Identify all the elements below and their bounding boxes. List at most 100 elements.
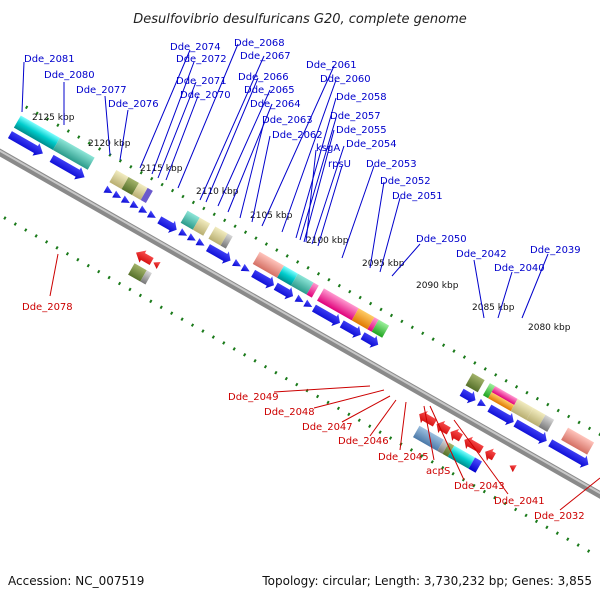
cog-bar: [140, 187, 153, 203]
accession-text: Accession: NC_007519: [8, 574, 144, 588]
forward-gene: [251, 269, 274, 289]
forward-gene: [459, 388, 476, 404]
cog-bar: [128, 263, 147, 282]
gene-label[interactable]: Dde_2045: [378, 452, 429, 463]
reverse-gene: [419, 411, 437, 427]
upper-tick-rail: [25, 105, 600, 465]
gene-label[interactable]: Dde_2046: [338, 436, 389, 447]
gene-label[interactable]: Dde_2057: [330, 111, 381, 122]
lower-leader-lines: [49, 253, 600, 511]
cog-bar: [437, 439, 449, 454]
forward-gene: [232, 258, 250, 272]
gene-label[interactable]: Dde_2080: [44, 70, 95, 81]
cog-bar: [371, 319, 390, 338]
reverse-gene: [436, 420, 451, 435]
cog-bar: [468, 457, 482, 473]
kbp-tick-label: 2080 kbp: [528, 323, 571, 333]
forward-gene: [294, 294, 313, 308]
gene-label[interactable]: Dde_2048: [264, 407, 315, 418]
forward-gene: [157, 216, 177, 233]
gene-label[interactable]: Dde_2077: [76, 85, 127, 96]
gene-label[interactable]: Dde_2051: [392, 191, 443, 202]
reverse-gene: [485, 448, 496, 461]
gene-label[interactable]: Dde_2066: [238, 72, 289, 83]
reverse-gene: [136, 250, 154, 266]
gene-label[interactable]: Dde_2041: [494, 496, 545, 507]
gene-label[interactable]: Dde_2054: [346, 139, 397, 150]
cog-bar: [482, 383, 496, 399]
gene-label[interactable]: Dde_2042: [456, 249, 507, 260]
reverse-gene: [509, 465, 517, 473]
cog-bar: [351, 308, 375, 330]
gene-label[interactable]: Dde_2074: [170, 42, 221, 53]
cog-bar: [252, 251, 285, 278]
gene-label[interactable]: Dde_2032: [534, 511, 585, 522]
gene-label[interactable]: Dde_2072: [176, 54, 227, 65]
gene-label[interactable]: Dde_2068: [234, 38, 285, 49]
gene-label[interactable]: Dde_2052: [380, 176, 431, 187]
kbp-tick-label: 2090 kbp: [416, 281, 459, 291]
gene-label[interactable]: Dde_2058: [336, 92, 387, 103]
gene-label[interactable]: Dde_2047: [302, 422, 353, 433]
gene-label[interactable]: Dde_2070: [180, 90, 231, 101]
cog-bar: [132, 182, 148, 201]
forward-gene: [487, 404, 514, 426]
cog-bar: [109, 170, 129, 190]
cog-bar: [413, 425, 444, 451]
forward-gene: [548, 439, 589, 468]
gene-label[interactable]: Dde_2055: [336, 125, 387, 136]
cog-bar: [52, 137, 95, 170]
gene-label[interactable]: rpsU: [328, 159, 351, 170]
gene-label[interactable]: Dde_2062: [272, 130, 323, 141]
cog-bar: [538, 414, 555, 432]
upper-gene-labels: Dde_2081 Dde_2080 Dde_2077 Dde_2076 Dde_…: [24, 38, 581, 274]
genome-summary-text: Topology: circular; Length: 3,730,232 bp…: [261, 574, 592, 588]
kbp-tick-label: 2085 kbp: [472, 303, 515, 313]
forward-gene: [513, 419, 547, 444]
gene-label[interactable]: Dde_2061: [306, 60, 357, 71]
gene-label[interactable]: Dde_2040: [494, 263, 545, 274]
gene-label[interactable]: ksgA: [316, 143, 340, 154]
kbp-tick-label: 2125 kbp: [32, 113, 75, 123]
cog-bar: [220, 233, 233, 249]
cog-bar: [306, 282, 319, 298]
reverse-gene: [153, 262, 161, 269]
cog-bar: [192, 217, 211, 236]
kbp-tick-label: 2095 kbp: [362, 259, 405, 269]
forward-gene: [7, 131, 43, 156]
gene-label[interactable]: Dde_2053: [366, 159, 417, 170]
gene-label[interactable]: Dde_2063: [262, 115, 313, 126]
cog-bar: [488, 392, 515, 412]
forward-gene: [339, 320, 361, 338]
cog-bar: [121, 176, 139, 196]
gene-label[interactable]: Dde_2064: [250, 99, 301, 110]
cog-bar: [465, 373, 485, 393]
gene-label[interactable]: Dde_2039: [530, 245, 581, 256]
lower-gene-labels: Dde_2078 Dde_2049 Dde_2048 Dde_2047 Dde_…: [22, 302, 585, 522]
cog-bar: [290, 273, 314, 295]
cog-bar: [510, 398, 534, 420]
forward-gene: [205, 244, 231, 264]
gene-label[interactable]: Dde_2060: [320, 74, 371, 85]
forward-gene: [273, 282, 294, 300]
cog-bar: [277, 265, 298, 286]
forward-gene: [311, 304, 340, 327]
gene-label[interactable]: Dde_2081: [24, 54, 75, 65]
map-title: Desulfovibrio desulfuricans G20, complet…: [133, 12, 467, 27]
gene-label[interactable]: Dde_2049: [228, 392, 279, 403]
cog-bar: [317, 288, 359, 321]
gene-label[interactable]: Dde_2078: [22, 302, 73, 313]
cog-bar: [180, 210, 200, 230]
gene-label[interactable]: acpS: [426, 466, 450, 477]
gene-label[interactable]: Dde_2043: [454, 481, 505, 492]
cog-bar: [140, 270, 152, 285]
gene-label[interactable]: Dde_2050: [416, 234, 467, 245]
forward-gene: [49, 154, 85, 180]
kbp-tick-label: 2110 kbp: [196, 187, 239, 197]
gene-label[interactable]: Dde_2065: [244, 85, 295, 96]
gene-label[interactable]: Dde_2067: [240, 51, 291, 62]
gene-label[interactable]: Dde_2076: [108, 99, 159, 110]
gene-label[interactable]: Dde_2071: [176, 76, 227, 87]
cog-bar: [561, 427, 595, 455]
